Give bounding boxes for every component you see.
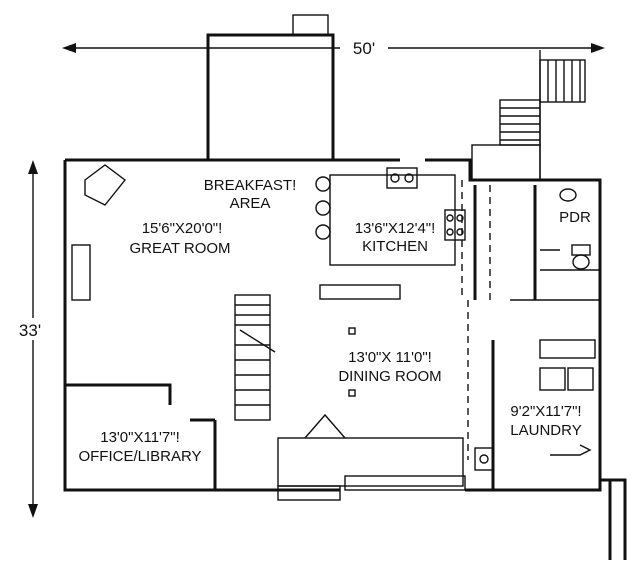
great-room-size: 15'6"X20'0"! (142, 220, 223, 237)
depth-label: 33' (19, 321, 41, 340)
closets (510, 185, 600, 301)
laundry-size: 9'2"X11'7"! (510, 403, 581, 420)
kitchen-island (319, 167, 466, 300)
breakfast-label-line1: BREAKFAST! (204, 177, 297, 194)
dining-size: 13'0"X 11'0"! (348, 349, 432, 366)
rear-deck (206, 14, 335, 162)
width-dimension (62, 38, 605, 58)
exterior-walls (63, 158, 627, 560)
laundry-name: LAUNDRY (510, 422, 581, 439)
interior-stair (234, 294, 276, 421)
depth-dimension (14, 160, 46, 518)
office-name: OFFICE/LIBRARY (78, 448, 201, 465)
kitchen-size: 13'6"X12'4"! (355, 220, 436, 237)
kitchen-partition (461, 180, 491, 460)
front-porch (277, 437, 466, 501)
office-walls (65, 383, 217, 490)
bar-stools (315, 176, 331, 240)
front-door (304, 413, 346, 439)
office-size: 13'0"X11'7"! (100, 429, 180, 446)
width-label: 50' (353, 39, 375, 58)
kitchen-name: KITCHEN (362, 238, 428, 255)
pdr-name: PDR (559, 209, 591, 226)
dining-fixtures (348, 327, 356, 397)
fireplace (71, 164, 126, 301)
exterior-stairs (471, 50, 586, 181)
great-room-name: GREAT ROOM (129, 240, 230, 257)
powder-room-fixtures (559, 188, 591, 270)
laundry-fixtures (474, 339, 596, 490)
breakfast-label-line2: AREA (230, 195, 271, 212)
dining-name: DINING ROOM (338, 368, 441, 385)
